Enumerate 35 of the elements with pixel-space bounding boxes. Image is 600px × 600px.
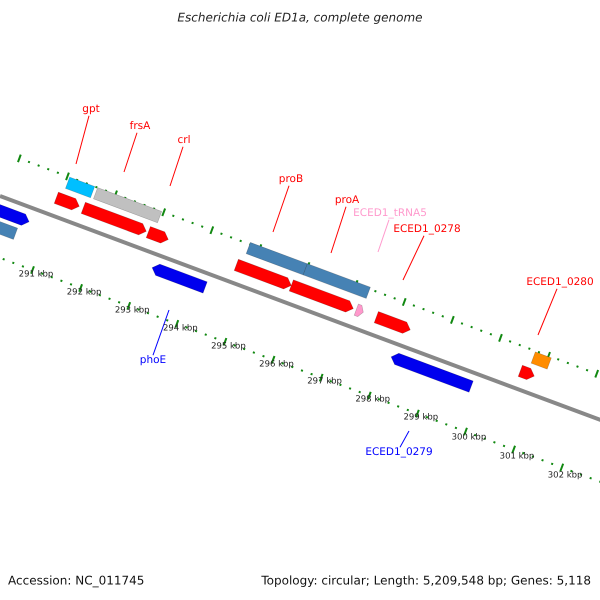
gene-label: proA [334, 195, 360, 207]
scale-label: 296 kbp [259, 360, 294, 370]
accession-text: Accession: NC_011745 [8, 574, 144, 588]
gene-label: phoE [140, 355, 166, 367]
scale-label: 291 kbp [18, 270, 54, 280]
leader-line [124, 132, 138, 172]
genome-stats-text: Topology: circular; Length: 5,209,548 bp; Genes: 5,118 [261, 574, 591, 588]
gene-label: gpt [82, 104, 100, 116]
leader-line [272, 185, 290, 232]
leader-line [538, 288, 558, 336]
leader-line [170, 146, 184, 186]
leader-line [152, 310, 170, 356]
gene-label: crl [178, 135, 190, 147]
scale-label: 292 kbp [66, 288, 102, 298]
scale-label: 300 kbp [452, 432, 486, 442]
title: Escherichia coli ED1a, complete genome [177, 11, 423, 25]
scale-label: 295 kbp [211, 342, 246, 352]
gene-label: ECED1_tRNA5 [353, 208, 427, 220]
gene-label: ECED1_0278 [393, 224, 461, 236]
scale-label: 293 kbp [114, 306, 150, 316]
leader-line [402, 235, 424, 280]
scale-label: 294 kbp [162, 324, 198, 334]
leader-line [400, 430, 410, 448]
gene-label: ECED1_0279 [365, 447, 433, 459]
leader-line [378, 219, 390, 252]
gene-label: ECED1_0280 [526, 277, 594, 289]
scale-label: 298 kbp [355, 396, 390, 405]
gene-label: frsA [130, 121, 150, 133]
scale-label: 299 kbp [403, 414, 438, 423]
scale-label: 297 kbp [307, 378, 342, 388]
leader-line [76, 115, 90, 164]
leader-line [330, 206, 346, 254]
scale-label: 302 kbp [548, 472, 582, 482]
gene-label: proB [278, 174, 304, 186]
scale-label: 301 kbp [500, 452, 534, 462]
